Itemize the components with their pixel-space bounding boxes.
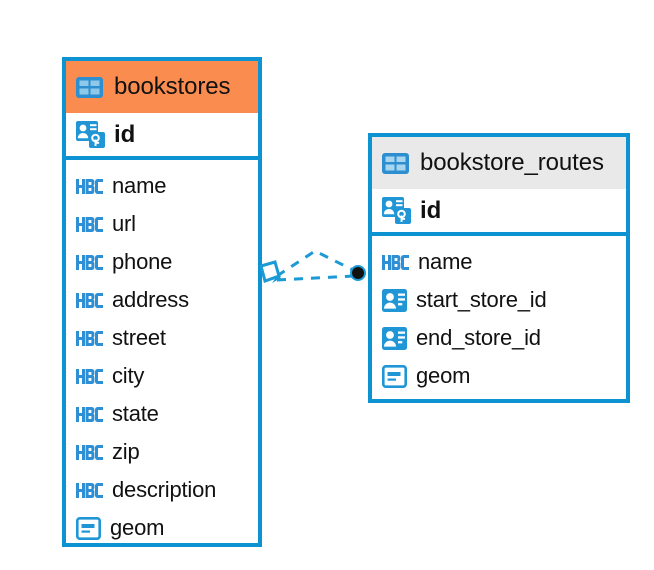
field-label-state: state: [112, 401, 159, 426]
field-label-name: name: [112, 173, 167, 198]
relationship-line-end-store-id[interactable]: [276, 274, 356, 282]
field-row-name[interactable]: name: [66, 167, 258, 205]
field-label-geom: geom: [110, 515, 165, 540]
text-type-icon: [76, 254, 103, 270]
field-row-zip[interactable]: zip: [66, 433, 258, 471]
text-type-icon: [76, 368, 103, 384]
field-label-url: url: [112, 211, 136, 236]
foreign-key-icon: [382, 288, 407, 312]
field-row-address[interactable]: address: [66, 281, 258, 319]
field-label-description: description: [112, 477, 217, 502]
entity-title-bookstores: bookstores: [114, 73, 231, 100]
field-label-street: street: [112, 325, 166, 350]
relationship-connectors[interactable]: [255, 238, 380, 310]
rhombus-marker[interactable]: [259, 260, 281, 283]
geometry-type-icon: [382, 364, 407, 388]
field-label-name: name: [418, 249, 473, 274]
field-row-primary-key[interactable]: id: [66, 113, 258, 160]
field-label-city: city: [112, 363, 145, 388]
entity-bookstores[interactable]: bookstores id: [62, 57, 262, 547]
entity-header-bookstore-routes[interactable]: bookstore_routes: [372, 137, 626, 189]
text-type-icon: [382, 254, 409, 270]
text-type-icon: [76, 444, 103, 460]
entity-title-bookstore-routes: bookstore_routes: [420, 149, 604, 176]
field-row-url[interactable]: url: [66, 205, 258, 243]
text-type-icon: [76, 216, 103, 232]
field-label-address: address: [112, 287, 189, 312]
field-list-bookstores: name url phone: [66, 160, 258, 553]
field-row-city[interactable]: city: [66, 357, 258, 395]
entity-header-bookstores[interactable]: bookstores: [66, 61, 258, 113]
field-row-name[interactable]: name: [372, 243, 626, 281]
field-label-geom: geom: [416, 363, 471, 388]
field-row-primary-key[interactable]: id: [372, 189, 626, 236]
geometry-type-icon: [76, 516, 101, 540]
field-list-bookstore-routes: name start_store_id: [372, 236, 626, 401]
entity-bookstore-routes[interactable]: bookstore_routes id: [368, 133, 630, 403]
field-label-zip: zip: [112, 439, 140, 464]
relationship-line-start-store-id[interactable]: [276, 249, 356, 278]
field-row-end-store-id[interactable]: end_store_id: [372, 319, 626, 357]
text-type-icon: [76, 482, 103, 498]
text-type-icon: [76, 330, 103, 346]
field-row-phone[interactable]: phone: [66, 243, 258, 281]
field-row-state[interactable]: state: [66, 395, 258, 433]
primary-key-icon: [76, 121, 105, 148]
field-row-geom[interactable]: geom: [66, 509, 258, 547]
filled-circle-marker[interactable]: [350, 265, 366, 281]
field-row-street[interactable]: street: [66, 319, 258, 357]
field-row-start-store-id[interactable]: start_store_id: [372, 281, 626, 319]
field-row-geom[interactable]: geom: [372, 357, 626, 395]
field-label-start-store-id: start_store_id: [416, 287, 547, 312]
text-type-icon: [76, 178, 103, 194]
field-row-description[interactable]: description: [66, 471, 258, 509]
foreign-key-icon: [382, 326, 407, 350]
field-label-id: id: [420, 196, 442, 224]
field-label-phone: phone: [112, 249, 173, 274]
field-label-end-store-id: end_store_id: [416, 325, 541, 350]
text-type-icon: [76, 406, 103, 422]
field-label-id: id: [114, 120, 136, 148]
primary-key-icon: [382, 197, 411, 224]
table-icon: [76, 76, 103, 98]
table-icon: [382, 152, 409, 174]
text-type-icon: [76, 292, 103, 308]
